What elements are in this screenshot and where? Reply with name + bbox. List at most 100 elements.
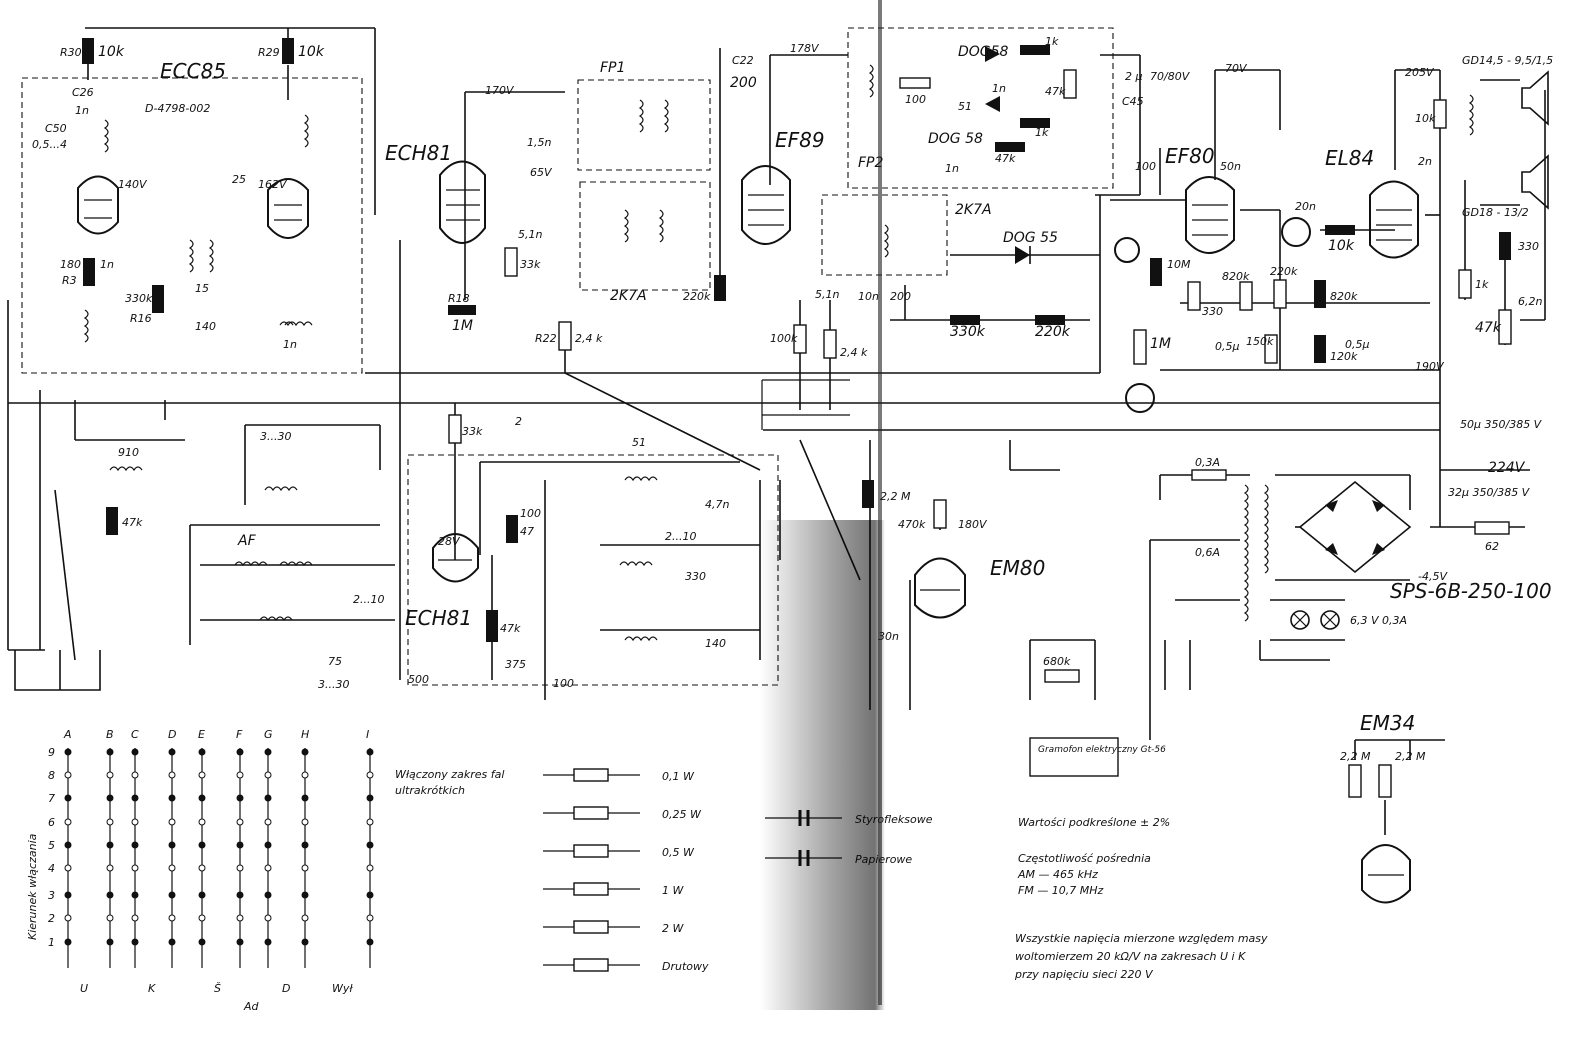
switch-contact: [264, 794, 272, 802]
fp1-lower-frame: [579, 181, 711, 291]
resistor-r34: [793, 324, 807, 354]
tube-ech81-top: [439, 160, 486, 244]
label-c46-val: 32μ 350/385 V: [1448, 486, 1531, 499]
gramofon-box: [1029, 737, 1119, 777]
switch-contact: [168, 891, 176, 899]
note-measure-3: przy napięciu sieci 220 V: [1014, 968, 1154, 981]
switch-contact: [301, 748, 309, 756]
tube-ecc85-a: [77, 175, 119, 235]
resistor-r1: [506, 515, 518, 543]
switch-contact: [198, 841, 206, 849]
label-dog58-bottom: DOG 58: [928, 131, 983, 147]
label-c22-val: 200: [730, 75, 757, 91]
resistor-r6: [1020, 118, 1050, 128]
label-c25-val: 1n: [100, 258, 114, 271]
label-c51-val: 51: [958, 100, 972, 113]
label-r7-val: 47k: [122, 516, 143, 529]
label-c37-val: 0,5μ: [1345, 338, 1370, 351]
label-v7080: 70/80V: [1150, 70, 1191, 83]
label-v205: 205V: [1405, 66, 1435, 79]
switch-col-I: I: [366, 728, 369, 741]
switch-note-line1: Włączony zakres fal: [395, 768, 504, 781]
label-fuse-03: 0,3A: [1195, 456, 1220, 469]
switch-contact: [366, 748, 374, 756]
switch-contact: [236, 914, 244, 922]
label-fuse-06: 0,6A: [1195, 546, 1220, 559]
lamp-1-icon: [1290, 610, 1310, 630]
tube-ef89: [741, 165, 791, 245]
label-c26-val: 1n: [75, 104, 89, 117]
switch-contact: [106, 794, 114, 802]
label-v28: 28V: [438, 535, 461, 548]
switch-row-4: 4: [48, 862, 55, 875]
label-v70: 70V: [1225, 62, 1248, 75]
label-r28-val: 820k: [1222, 270, 1250, 283]
label-r35-val: 62: [1485, 540, 1499, 553]
switch-contact: [64, 771, 72, 779]
switch-contact: [131, 748, 139, 756]
resistor-r17: [1314, 280, 1326, 308]
label-c14-val: 100: [553, 677, 574, 690]
switch-contact: [106, 818, 114, 826]
switch-contact: [168, 748, 176, 756]
filter-labels: FP1 FP2 DOG58 DOG 58 DOG 55 2K7A 2K7A: [600, 44, 1058, 304]
legend-resistor-label: 2 W: [662, 922, 684, 935]
switch-contact: [106, 841, 114, 849]
label-r11-val: 47k: [995, 152, 1016, 165]
label-ecc85: ECC85: [160, 59, 226, 83]
resistor-r25: [1187, 281, 1201, 311]
label-p2-val: 1M: [1150, 336, 1171, 352]
label-c30-val: 2: [515, 415, 522, 428]
label-c29-val: 1n: [945, 162, 959, 175]
switch-contact: [198, 914, 206, 922]
resistor-r15: [950, 315, 980, 325]
switch-direction-label: Kierunek włączania: [26, 833, 39, 940]
label-fp1: FP1: [600, 60, 625, 76]
switch-contact: [64, 794, 72, 802]
legend-resistor-label: Drutowy: [662, 960, 709, 973]
tube-ech81-bottom: [432, 533, 479, 583]
switch-bottom-label: D: [282, 982, 290, 995]
resistor-r21: [1433, 99, 1447, 129]
switch-contact: [264, 748, 272, 756]
switch-bottom-label: U: [80, 982, 88, 995]
label-r22-val: 2,4 k: [575, 332, 603, 345]
switch-contact: [168, 818, 176, 826]
switch-contact: [198, 771, 206, 779]
resistor-r23: [823, 329, 837, 359]
switch-col-D: D: [168, 728, 176, 741]
label-r12-val: 120k: [1330, 350, 1358, 363]
switch-contact: [131, 891, 139, 899]
resistor-p2: [1133, 329, 1147, 365]
label-c32-val: 2n: [1418, 155, 1432, 168]
label-r16: R16: [130, 312, 152, 325]
label-c24-val: 330: [685, 570, 706, 583]
switch-row-5: 5: [48, 839, 55, 852]
label-v180: 180V: [958, 518, 988, 531]
lamp-2-icon: [1320, 610, 1340, 630]
note-if-fm: FM — 10,7 MHz: [1018, 884, 1104, 897]
switch-contact: [131, 794, 139, 802]
switch-contact: [64, 914, 72, 922]
dog58-shield-frame: [847, 27, 1114, 189]
label-v224: 224V: [1488, 460, 1526, 476]
switch-bottom-label: Ad: [243, 1000, 260, 1013]
resistor-r8: [1325, 225, 1355, 235]
bridge-rectifier: [1298, 480, 1412, 574]
label-fp2: FP2: [858, 155, 883, 171]
resistor-r32: [448, 414, 462, 444]
legend-resistor-label: 1 W: [662, 884, 684, 897]
notes: Wartości podkreślone ± 2% Częstotliwość …: [1014, 816, 1268, 981]
switch-contact: [366, 914, 374, 922]
switch-row-9: 9: [48, 746, 55, 759]
label-v190: 190V: [1415, 360, 1445, 373]
resistor-r12: [1314, 335, 1326, 363]
label-ef89: EF89: [775, 128, 825, 152]
tube-labels: ECC85 ECH81 EF89 EF80 EL84 ECH81 EM80 EM…: [160, 59, 1415, 735]
label-c44-val: 6,2n: [1518, 295, 1542, 308]
switch-contact: [264, 841, 272, 849]
resistor-r3: [83, 258, 95, 286]
switch-contact: [236, 818, 244, 826]
